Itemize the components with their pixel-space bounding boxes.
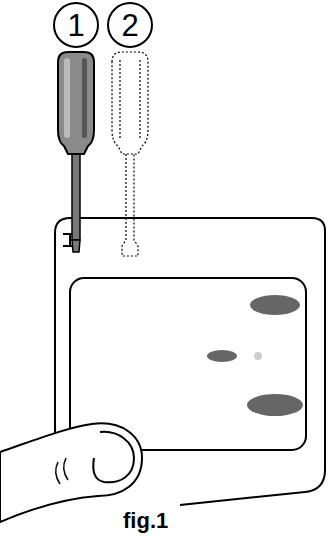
callout-circle: 2	[107, 2, 153, 48]
callout-number: 2	[121, 10, 138, 41]
button-bottom	[247, 394, 303, 416]
screwdriver-1	[58, 52, 94, 252]
screwdriver-2	[112, 52, 148, 256]
led	[254, 352, 262, 360]
button-top	[250, 295, 300, 315]
figure-caption: fig.1	[120, 508, 171, 534]
callout-circle: 1	[53, 2, 99, 48]
callout-number: 1	[67, 10, 84, 41]
button-left	[207, 350, 237, 362]
